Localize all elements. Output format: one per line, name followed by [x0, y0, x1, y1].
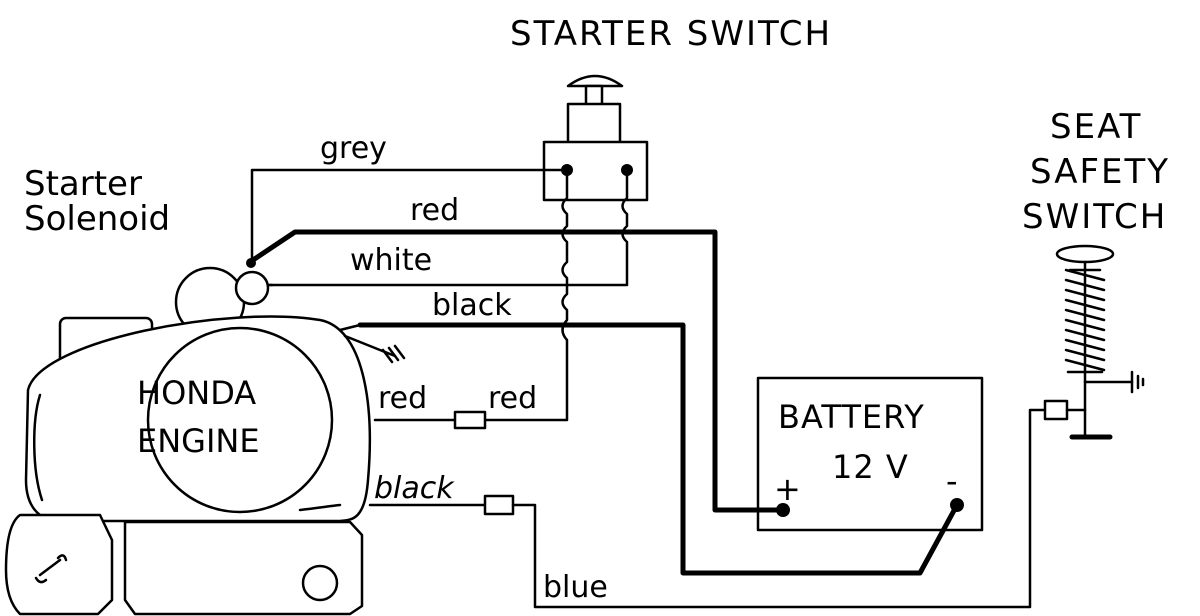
starter-switch — [542, 74, 649, 202]
red-connector-label: red — [488, 381, 537, 416]
red-wire-label: red — [410, 193, 459, 228]
black-engine-label: black — [374, 471, 455, 506]
blue-connector — [483, 494, 515, 516]
battery-plus-sign: + — [774, 470, 803, 508]
battery-voltage: 12 V — [832, 448, 909, 486]
engine-label-line2: ENGINE — [137, 422, 260, 460]
seat-safety-switch — [1043, 244, 1145, 440]
black-wire-label: black — [432, 288, 512, 323]
battery-positive-terminal — [776, 503, 790, 517]
starter-switch-title: STARTER SWITCH — [510, 14, 832, 54]
solenoid-terminal — [246, 258, 256, 268]
black-battery-wire — [357, 322, 960, 576]
white-wire-label: white — [350, 243, 432, 278]
starter-solenoid-label-line1: Starter — [24, 164, 142, 204]
battery: BATTERY 12 V + - — [756, 376, 984, 532]
blue-wire — [511, 408, 1047, 609]
starter-solenoid-label-line2: Solenoid — [24, 199, 170, 239]
engine-label-line1: HONDA — [137, 374, 256, 412]
blue-wire-label: blue — [543, 570, 608, 605]
grey-wire — [250, 168, 569, 260]
battery-negative-terminal — [950, 498, 964, 512]
seat-safety-title-line2: SAFETY — [1030, 152, 1170, 192]
seat-safety-title-line3: SWITCH — [1022, 197, 1167, 237]
red-connector — [453, 410, 487, 430]
honda-engine: HONDA ENGINE — [4, 315, 406, 616]
red-battery-wire — [247, 229, 786, 513]
red-engine-label: red — [378, 381, 427, 416]
seat-safety-title-line1: SEAT — [1050, 107, 1142, 147]
battery-label: BATTERY — [778, 398, 925, 436]
battery-minus-sign: - — [946, 462, 960, 500]
grey-wire-label: grey — [320, 131, 387, 166]
switch-right-leg — [268, 168, 629, 287]
